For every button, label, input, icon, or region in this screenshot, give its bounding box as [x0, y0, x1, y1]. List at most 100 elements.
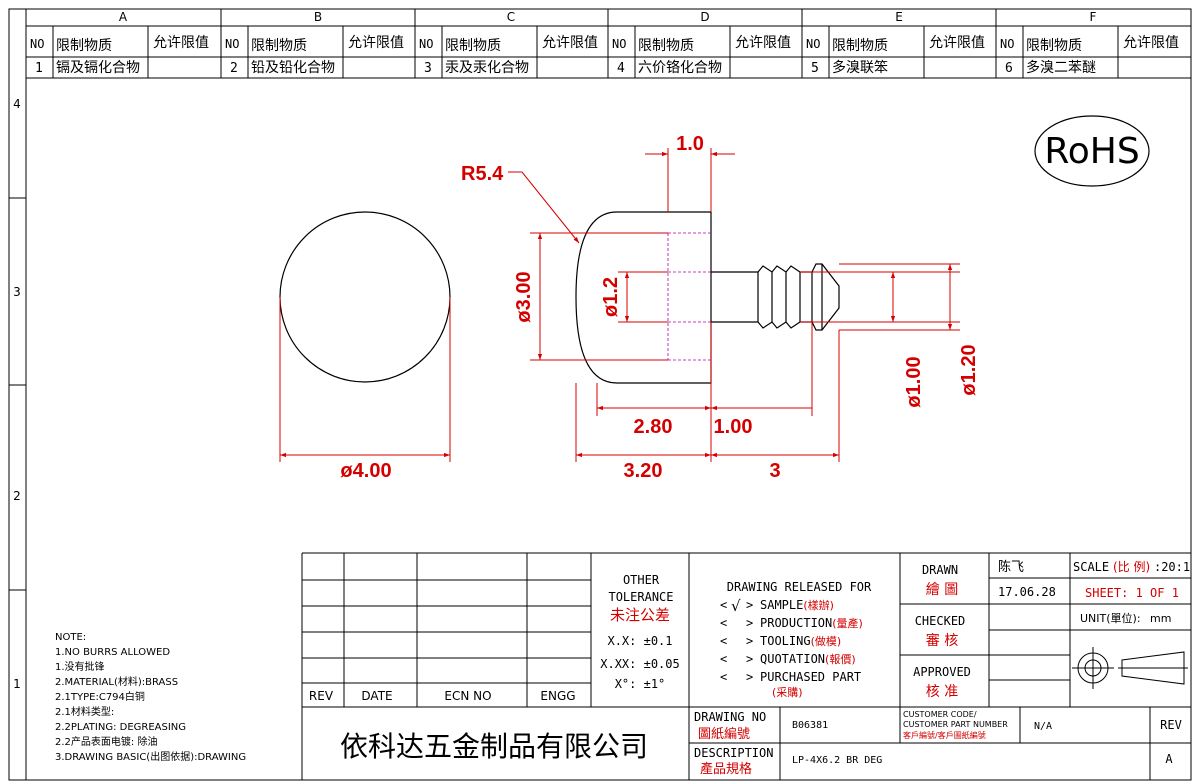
tolerance-xxx: X.XX: ±0.05: [600, 657, 679, 671]
unit-label: UNIT(單位):: [1080, 611, 1141, 625]
release-bracket-open: <: [720, 652, 727, 666]
rev-header: REV: [309, 689, 334, 703]
dim-3-20: 3.20: [624, 460, 663, 482]
zone-col-d: D: [700, 10, 709, 24]
rs-substance-header: 限制物质: [1026, 38, 1082, 54]
checked-cn: 審 核: [926, 633, 958, 649]
release-option-en: TOOLING: [760, 634, 811, 648]
rohs-text: RoHS: [1044, 131, 1139, 172]
zone-row-3: 3: [13, 285, 21, 299]
title-block: [301, 552, 1191, 780]
sheet-count: SHEET: 1 OF 1: [1085, 586, 1179, 600]
rs-substance-header: 限制物质: [832, 38, 888, 54]
rs-limit-header: 允许限值: [1123, 35, 1179, 51]
rs-limit-header: 允许限值: [348, 35, 404, 51]
ecn-header: ECN NO: [444, 689, 491, 703]
release-checkmark[interactable]: √: [731, 597, 741, 615]
tolerance-deg: X°: ±1°: [615, 677, 666, 691]
description-value: LP-4X6.2 BR DEG: [792, 755, 882, 766]
engg-header: ENGG: [540, 689, 575, 703]
rs-item-name: 铅及铅化合物: [251, 60, 335, 76]
approved-cn: 核 准: [926, 684, 958, 700]
release-bracket-open: <: [720, 670, 727, 684]
general-notes: NOTE:1.NO BURRS ALLOWED1.没有批锋2.MATERIAL(…: [55, 632, 246, 763]
release-option-cn: (樣辦): [803, 598, 834, 612]
rs-item-no: 2: [230, 61, 238, 76]
scale-cn: (比 例): [1113, 560, 1150, 574]
note-line: 2.2产品表面电镀: 除油: [55, 735, 157, 748]
rs-no-header: NO: [612, 37, 626, 51]
note-line: 2.1材料类型:: [55, 705, 114, 718]
drawn-date: 17.06.28: [998, 585, 1056, 599]
release-option-cn: (采購): [772, 685, 803, 699]
rs-item-name: 镉及镉化合物: [56, 60, 140, 76]
rs-item-no: 4: [617, 61, 625, 76]
release-option-en: SAMPLE: [760, 598, 803, 612]
customer-value: N/A: [1034, 721, 1052, 732]
release-option-cn: (報價): [825, 652, 856, 666]
customer-part-label: CUSTOMER PART NUMBER: [903, 720, 1008, 729]
scale-value: :20:1: [1154, 560, 1190, 574]
zone-col-f: F: [1090, 10, 1097, 24]
zone-row-4: 4: [13, 97, 21, 111]
dim-2-80: 2.80: [634, 416, 673, 438]
company-name: 依科达五金制品有限公司: [340, 730, 648, 763]
rs-item-name: 汞及汞化合物: [445, 60, 529, 76]
description-label: DESCRIPTION: [694, 746, 773, 760]
note-line: 2.2PLATING: DEGREASING: [55, 722, 186, 733]
dim-r54: R5.4: [461, 163, 504, 185]
customer-code-label: CUSTOMER CODE/: [903, 710, 977, 719]
release-option: PURCHASED PART(采購): [760, 670, 861, 699]
zone-col-c: C: [507, 10, 515, 24]
dim-1-00: 1.00: [714, 416, 753, 438]
drawing-no-value: B06381: [792, 720, 828, 731]
rs-no-header: NO: [806, 37, 820, 51]
rs-limit-header: 允许限值: [929, 35, 985, 51]
note-line: 2.MATERIAL(材料):BRASS: [55, 675, 178, 688]
rs-item-name: 六价铬化合物: [638, 60, 722, 76]
drawer-name: 陈飞: [998, 559, 1024, 575]
release-option: TOOLING(做模): [760, 634, 841, 648]
tolerance-line-1: OTHER: [623, 573, 660, 587]
rohs-mark: RoHS: [1034, 115, 1150, 187]
release-option: PRODUCTION(量產): [760, 616, 863, 630]
rs-substance-header: 限制物质: [445, 38, 501, 54]
zone-labels: A B C D E F 4 3 2 1: [13, 10, 1096, 691]
drawn-label: DRAWN: [922, 563, 958, 577]
note-line: 1.没有批锋: [55, 660, 105, 673]
release-option-cn: (量產): [832, 616, 863, 630]
dim-phi-3-00: ø3.00: [513, 271, 535, 322]
release-bracket-open: <: [720, 634, 727, 648]
rs-limit-header: 允许限值: [542, 35, 598, 51]
rev-label: REV: [1160, 718, 1182, 732]
release-bracket-close: >: [746, 634, 753, 648]
dim-phi-1-2: ø1.2: [600, 277, 622, 317]
end-view-circle: [279, 211, 451, 383]
release-bracket-close: >: [746, 616, 753, 630]
dim-1-0: 1.0: [676, 133, 704, 155]
dim-phi-4-00: ø4.00: [340, 460, 391, 482]
part-geometry: [279, 211, 840, 384]
tolerance-line-2: TOLERANCE: [608, 590, 673, 604]
rs-item-no: 5: [811, 61, 819, 76]
rs-item-no: 3: [424, 61, 432, 76]
release-bracket-open: <: [720, 616, 727, 630]
dimension-lines: [279, 148, 960, 462]
unit-row: UNIT(單位): mm: [1080, 611, 1171, 625]
drawn-cn: 繪 圖: [926, 581, 958, 598]
rs-no-header: NO: [419, 37, 433, 51]
note-line: 1.NO BURRS ALLOWED: [55, 647, 170, 658]
title-block-text: REV DATE ECN NO ENGG OTHER TOLERANCE 未注公…: [309, 559, 1190, 777]
zone-col-b: B: [314, 10, 322, 24]
approved-label: APPROVED: [913, 665, 971, 679]
hidden-bore: [667, 232, 711, 361]
release-option-cn: (做模): [811, 634, 842, 648]
rs-limit-header: 允许限值: [735, 35, 791, 51]
rev-value: A: [1165, 752, 1173, 766]
dimension-labels: R5.4 1.0 ø3.00 ø1.2 ø1.00 ø1.20 2.80 1.0…: [340, 133, 980, 482]
description-cn: 產品規格: [700, 761, 752, 777]
dim-phi-1-00: ø1.00: [903, 356, 925, 407]
